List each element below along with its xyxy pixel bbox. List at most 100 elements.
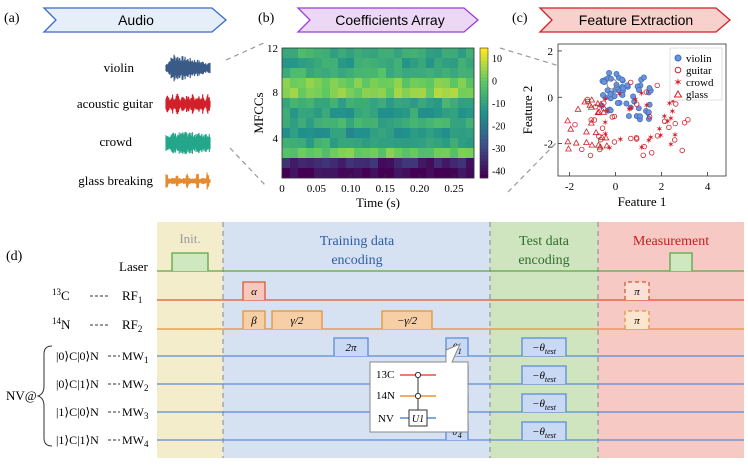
point-violin [646, 85, 653, 92]
scatter-x-tick: -2 [565, 181, 574, 193]
heatmap-cell [410, 48, 419, 59]
colorbar-segment [480, 158, 488, 163]
scatter-x-tick: 0 [613, 181, 619, 193]
heatmap-cell [338, 168, 347, 179]
waveform-3 [165, 172, 211, 190]
point-glass [583, 138, 590, 146]
point-violin [614, 100, 621, 106]
heatmap-cell [402, 68, 411, 79]
colorbar-segment [480, 152, 488, 156]
heatmap-cell [330, 168, 339, 179]
heatmap-cell [362, 128, 371, 139]
point-guitar [661, 118, 668, 124]
point-violin [601, 79, 608, 85]
colorbar-segment [480, 48, 488, 52]
point-violin [623, 100, 630, 107]
heatmap-cell [354, 68, 363, 79]
point-glass [598, 133, 606, 141]
heatmap-cell [402, 48, 411, 59]
n14-mass: 14 [52, 316, 62, 326]
heatmap-cell [346, 78, 355, 89]
heatmap-cell [378, 158, 387, 169]
heatmap-cell [410, 108, 419, 119]
point-guitar [599, 125, 606, 131]
heatmap-cell [458, 98, 467, 109]
point-crowd: ✶ [632, 94, 640, 104]
mw-channel-label: MW2 [122, 377, 149, 393]
heatmap-cell [378, 118, 387, 129]
heatmap-cell [362, 138, 371, 149]
point-glass [594, 99, 602, 107]
inset-callout [369, 343, 469, 433]
rf2-neg-gamma-pulse [381, 310, 433, 329]
legend-crowd-marker: ✶ [673, 77, 682, 89]
point-guitar [685, 117, 691, 123]
inset-nv-label: NV [378, 413, 394, 425]
heatmap-cell [394, 148, 403, 159]
heatmap-cell [314, 138, 323, 149]
heatmap-cell [346, 68, 355, 79]
scatter-x-label: Feature 1 [618, 194, 667, 209]
audio-title: Audio [118, 12, 154, 28]
heatmap-cell [426, 98, 435, 109]
heatmap-cell [338, 148, 347, 159]
heatmap-cell [378, 48, 387, 59]
heatmap-cell [402, 158, 411, 169]
heatmap-cell [394, 158, 403, 169]
point-crowd: ✶ [616, 89, 624, 99]
colorbar-segment [480, 122, 488, 127]
colorbar-segment [480, 142, 488, 146]
heatmap-cell [458, 128, 467, 139]
scatter-legend: violin guitar ✶ crowd glass [669, 47, 723, 101]
heatmap-cell [322, 48, 331, 59]
point-crowd: ✶ [604, 106, 612, 116]
heatmap-cell [386, 118, 395, 129]
point-crowd: ✶ [669, 107, 677, 117]
point-guitar [681, 119, 688, 126]
point-crowd: ✶ [638, 143, 646, 153]
point-crowd: ✶ [671, 130, 679, 140]
colorbar-segment [480, 57, 488, 62]
legend-glass: glass [686, 89, 708, 101]
heatmap-cell [322, 98, 331, 109]
heatmap-cell [370, 118, 379, 129]
colorbar-segment [480, 113, 488, 117]
heatmap-cell [354, 88, 363, 99]
heatmap-cell [418, 128, 427, 139]
row-label-nv: NV@ [6, 388, 37, 403]
heatmap-cell [290, 78, 299, 89]
heatmap-cell [442, 98, 451, 109]
heatmap-cell [338, 88, 347, 99]
heatmap-cell [298, 128, 307, 139]
heatmap-cell [418, 118, 427, 129]
heatmap-cell [370, 168, 379, 179]
heatmap-cell [378, 168, 387, 179]
colorbar-segment [480, 168, 488, 172]
heatmap-cell [362, 108, 371, 119]
colorbar-segment [480, 148, 488, 153]
heatmap-cell [338, 108, 347, 119]
heatmap-cell [418, 68, 427, 79]
point-violin [636, 87, 642, 93]
heatmap-cell [346, 88, 355, 99]
heatmap-cell [354, 98, 363, 109]
heatmap-cell [290, 108, 299, 119]
mfcc-heatmap [282, 48, 475, 179]
colorbar-segment [480, 51, 488, 55]
heatmap-x-label: Time (s) [356, 195, 400, 210]
heatmap-cell [338, 68, 347, 79]
point-crowd: ✶ [602, 129, 610, 139]
inset-control-n14 [414, 392, 422, 400]
heatmap-cell [426, 118, 435, 129]
heatmap-cell [362, 58, 371, 69]
heatmap-cell [314, 118, 323, 129]
stage-measure-label: Measurement [633, 234, 709, 249]
scatter-y-tick: 0 [548, 92, 554, 104]
heatmap-cell [306, 128, 315, 139]
heatmap-cell [434, 158, 443, 169]
coefficients-banner [296, 7, 479, 33]
heatmap-cell [298, 148, 307, 159]
colorbar-segment [480, 165, 488, 169]
heatmap-cell [434, 88, 443, 99]
point-guitar [634, 101, 640, 107]
